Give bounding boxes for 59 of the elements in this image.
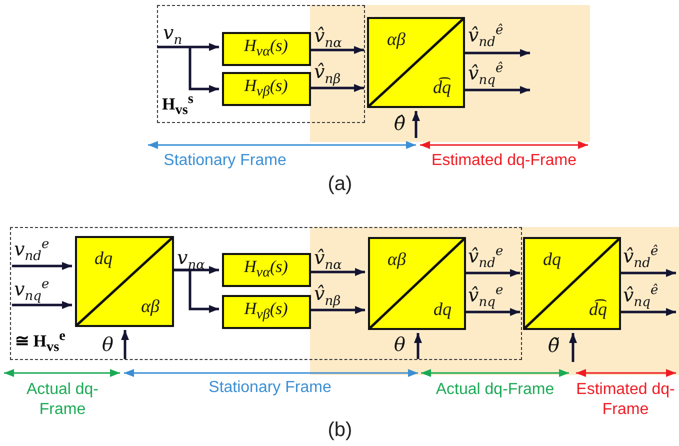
signal-arrow (188, 47, 219, 93)
coordinate-label: dq (94, 248, 112, 268)
signal-arrow (412, 111, 420, 138)
frame-label: Estimated dq-Frame (430, 151, 578, 171)
transform-block (523, 237, 621, 330)
coordinate-label: d͡q (589, 299, 607, 320)
frame-label: Actual dq-Frame (434, 380, 556, 400)
transfer-function-box (222, 252, 310, 286)
transfer-function-label: H$_{vβ}$(s) (244, 299, 288, 324)
signal-label: v̂$_{nα}$ (314, 27, 342, 50)
signal-arrow (569, 333, 577, 362)
coordinate-label: dq (543, 249, 561, 270)
coordinate-label: d͡q (433, 77, 451, 98)
transfer-function-label: H$_{vβ}$(s) (244, 76, 288, 101)
signal-arrow (311, 306, 365, 314)
transfer-function-label: H$_{vα}$(s) (244, 257, 288, 282)
dashed-group-box (10, 227, 522, 360)
signal-arrow (12, 262, 72, 270)
signal-arrow (466, 308, 520, 316)
signal-arrow (12, 301, 72, 309)
signal-label: θ̂ (394, 115, 406, 134)
signal-arrow (311, 46, 364, 54)
signal-arrow (465, 86, 530, 94)
signal-arrow (311, 84, 364, 92)
transfer-function-box (222, 294, 310, 328)
signal-label: v̂$_{nβ}$ (314, 63, 341, 86)
transfer-function-box (222, 32, 310, 66)
dashed-group-box (157, 5, 365, 123)
signal-label: θ (394, 336, 406, 355)
transform-block (367, 17, 465, 108)
signal-arrow (157, 43, 219, 51)
coordinate-label: dq (434, 298, 452, 320)
signal-label: θ̃ (548, 337, 560, 356)
coordinate-label: αβ (387, 29, 406, 50)
signal-label: θ (102, 336, 114, 355)
signal-arrow (621, 308, 676, 316)
signal-label: v̂$_{nβ}$ (314, 285, 341, 308)
signal-label: v$_{nα}$ (177, 249, 205, 272)
coordinate-label: αβ (388, 248, 406, 270)
signal-arrow (311, 268, 365, 276)
panel-caption: (b) (326, 418, 354, 443)
transfer-function-box (222, 72, 310, 106)
signal-arrow (414, 333, 422, 359)
signal-arrow (466, 269, 520, 277)
signal-arrow (621, 269, 676, 277)
frame-label: Estimated dq-Frame (575, 380, 676, 420)
transform-block (368, 236, 466, 330)
signal-label: v$_{n}$ (163, 24, 182, 47)
signal-arrow (121, 330, 129, 359)
signal-arrow (174, 268, 219, 313)
transfer-function-label: H$_{vα}$(s) (244, 36, 288, 61)
frame-label: Actual dq-Frame (25, 380, 100, 420)
signal-label: v̂$_{nα}$ (314, 249, 342, 272)
signal-arrow (465, 49, 530, 57)
transform-block (74, 236, 174, 326)
panel-caption: (a) (326, 172, 354, 197)
coordinate-label: αβ (141, 296, 160, 316)
frame-label: Stationary Frame (208, 378, 332, 398)
frame-label: Stationary Frame (162, 151, 288, 171)
